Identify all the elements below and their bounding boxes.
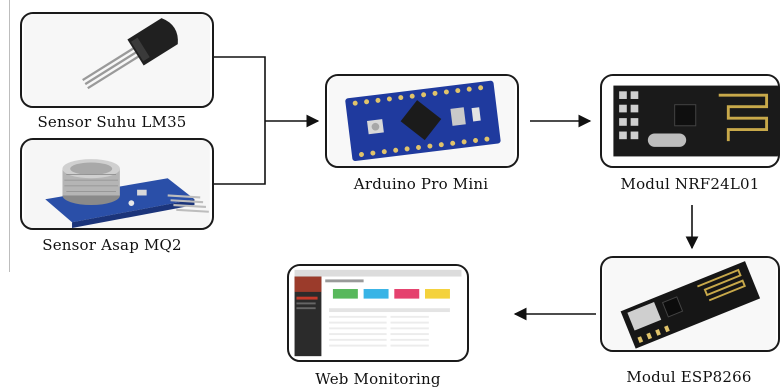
mq2-label: Sensor Asap MQ2 [42, 236, 182, 254]
line-lm35 [214, 56, 266, 121]
lm35-label: Sensor Suhu LM35 [37, 113, 187, 131]
arduino-label: Arduino Pro Mini [353, 175, 489, 193]
left-edge-line [9, 0, 10, 272]
line-mq2 [214, 121, 266, 185]
esp-box [600, 256, 780, 352]
lm35-sensor-box [20, 12, 214, 108]
arduino-box [325, 74, 519, 168]
lm35-sensor-image [24, 14, 210, 106]
web-dashboard-image [290, 266, 466, 360]
esp-module-image [603, 258, 777, 350]
nrf-label: Modul NRF24L01 [620, 175, 760, 193]
mq2-sensor-box [20, 138, 214, 230]
web-box [287, 264, 469, 362]
nrf-module-image [603, 76, 778, 166]
mq2-sensor-image [24, 140, 210, 228]
web-label: Web Monitoring [315, 370, 441, 388]
nrf-box [600, 74, 780, 168]
esp-label: Modul ESP8266 [626, 368, 752, 386]
arduino-board-image [329, 76, 515, 166]
